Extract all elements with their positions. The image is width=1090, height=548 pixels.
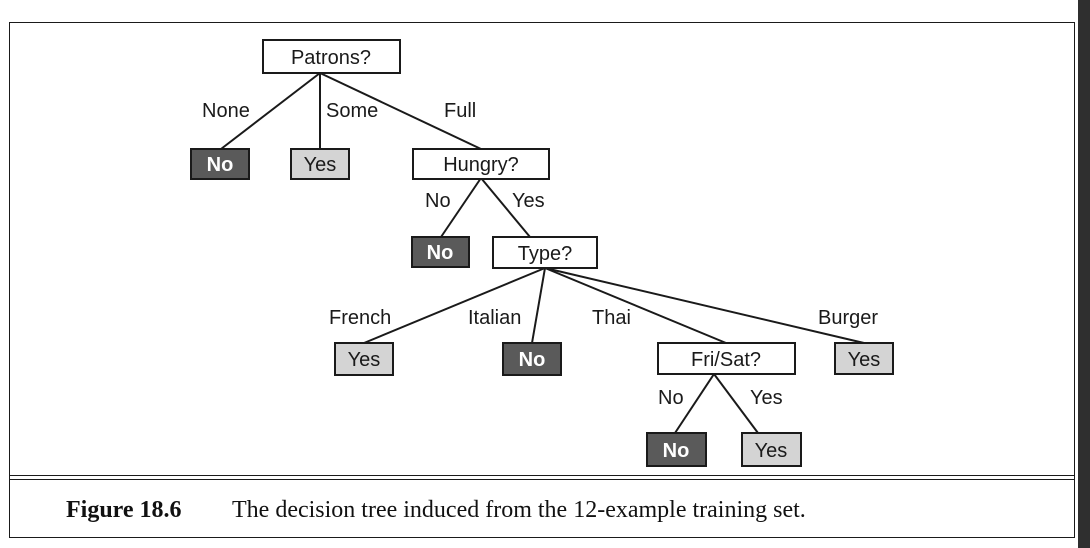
edge-label-frisat-no: No [658,387,684,409]
edge-type-thai [544,267,727,344]
leaf-patrons-none-label: No [207,154,234,176]
leaf-patrons-some-box [290,148,350,180]
leaf-patrons-some-label: Yes [304,154,337,176]
edge-label-frisat-yes: Yes [750,387,783,409]
leaf-type-french-label: Yes [348,349,381,371]
figure-frame-top [9,22,1075,23]
leaf-type-french-box [334,342,394,376]
leaf-hungry-no-label: No [427,242,454,264]
node-hungry-label: Hungry? [443,154,519,176]
edge-hungry-yes [480,177,531,238]
figure-caption: The decision tree induced from the 12-ex… [232,497,806,523]
leaf-hungry-no-box [411,236,470,268]
leaf-patrons-none-box [190,148,250,180]
figure-frame-left [9,22,10,538]
node-frisat-label: Fri/Sat? [691,349,761,371]
edge-label-full: Full [444,100,476,122]
edge-frisat-yes [713,373,759,434]
leaf-type-burger-label: Yes [848,349,881,371]
leaf-frisat-no-box [646,432,707,467]
node-patrons-label: Patrons? [291,47,371,69]
node-patrons-box [262,39,401,74]
edge-type-french [363,267,546,344]
leaf-frisat-yes-label: Yes [755,440,788,462]
edge-patrons-full [319,72,482,150]
leaf-type-italian-box [502,342,562,376]
caption-divider-upper [9,475,1075,476]
leaf-frisat-yes-box [741,432,802,467]
figure-frame-right [1074,22,1075,538]
decision-tree-diagram: None Some Full No Yes French Italian Tha… [190,39,894,467]
leaf-type-burger-box [834,342,894,375]
figure-number: Figure 18.6 [66,497,182,523]
edge-frisat-no [674,373,715,434]
edge-hungry-no [440,177,482,238]
leaf-frisat-no-label: No [663,440,690,462]
leaf-type-italian-label: No [519,349,546,371]
edge-type-burger [544,267,865,344]
edge-label-french: French [329,307,391,329]
edge-label-hungry-yes: Yes [512,190,545,212]
edge-type-italian [531,267,546,344]
edge-label-hungry-no: No [425,190,451,212]
node-type-box [492,236,598,269]
node-hungry-box [412,148,550,180]
caption-divider-lower [9,479,1075,480]
edge-label-thai: Thai [592,307,631,329]
edge-label-italian: Italian [468,307,521,329]
node-frisat-box [657,342,796,375]
edge-label-burger: Burger [818,307,878,329]
edge-label-some: Some [326,100,378,122]
node-type-label: Type? [518,243,572,265]
edge-label-none: None [202,100,250,122]
figure-frame-bottom [9,537,1075,538]
edge-patrons-none [220,72,321,150]
